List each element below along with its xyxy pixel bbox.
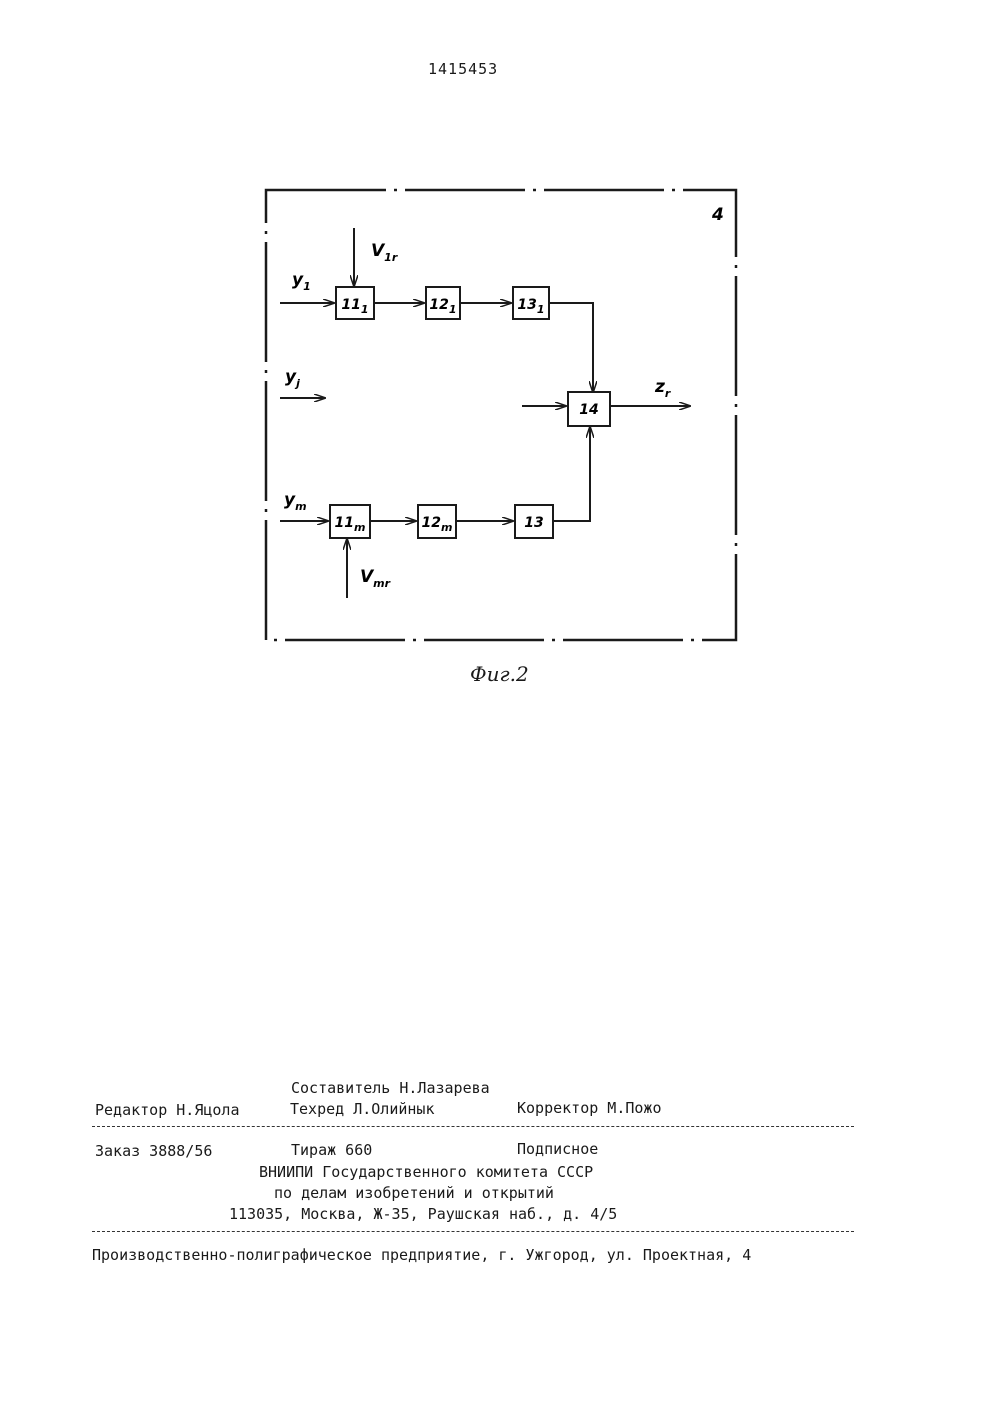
signal-vmr-label: Vmr	[360, 567, 391, 590]
printer: Производственно-полиграфическое предприя…	[92, 1246, 751, 1264]
order: Заказ 3888/56	[95, 1142, 212, 1160]
circulation: Тираж 660	[291, 1141, 372, 1159]
address: 113035, Москва, Ж-35, Раушская наб., д. …	[229, 1205, 617, 1223]
signal-v1r-label: V1r	[371, 241, 398, 264]
signal-ym-label: ym	[284, 490, 307, 513]
divider	[92, 1126, 854, 1127]
divider	[92, 1231, 854, 1232]
signal-yj-label: yj	[285, 367, 300, 390]
unit-frame	[266, 190, 736, 640]
editor: Редактор Н.Яцола	[95, 1101, 240, 1119]
signal-zr-label: zr	[654, 377, 671, 400]
block-14-label: 14	[579, 402, 598, 418]
techred: Техред Л.Олийнык	[290, 1100, 435, 1118]
subscription: Подписное	[517, 1140, 598, 1158]
corrector: Корректор М.Пожо	[517, 1099, 662, 1117]
org-line-2: по делам изобретений и открытий	[274, 1184, 554, 1202]
frame-label: 4	[711, 205, 724, 225]
org-line-1: ВНИИПИ Государственного комитета СССР	[259, 1163, 593, 1181]
figure-caption: Фиг.2	[470, 662, 529, 686]
block-diagram: 4 111 121 131 14 11m 12m 13 y1 V1r yj ym…	[0, 0, 1000, 700]
compiler: Составитель Н.Лазарева	[291, 1079, 490, 1097]
signal-y1-label: y1	[292, 270, 311, 293]
block-13-m-label: 13	[524, 515, 543, 531]
